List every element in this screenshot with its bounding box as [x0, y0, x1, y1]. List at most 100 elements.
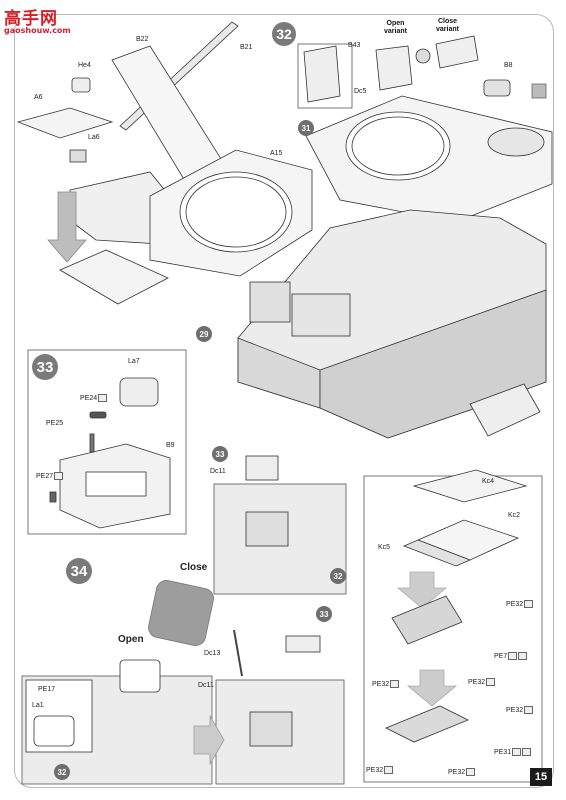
photo-etch-icon	[518, 652, 528, 660]
label-b8: B8	[504, 62, 513, 69]
part-la7	[119, 377, 159, 407]
a15-turret-ring	[179, 171, 293, 253]
step-32-open-badge: 32	[54, 764, 70, 780]
close-heading: Close	[180, 562, 208, 573]
pe27-text: PE27	[36, 472, 54, 480]
label-dc11-open: Dc11	[198, 682, 214, 689]
step34-variant-icon	[148, 580, 214, 646]
part-pe24	[89, 411, 107, 419]
photo-etch-icon	[512, 748, 522, 756]
label-b9: B9	[166, 442, 175, 449]
pe32-text: PE32	[506, 600, 524, 608]
upper-turret-ring	[345, 111, 451, 181]
part-dc13-rod	[233, 629, 243, 677]
label-b22: B22	[136, 36, 149, 43]
step33-hatch-opening	[85, 471, 147, 497]
label-pe32-f: PE32	[448, 768, 476, 776]
label-kc4: Kc4	[482, 478, 495, 485]
label-la6: La6	[88, 134, 100, 141]
open-variant-hatch	[375, 45, 413, 91]
label-la7: La7	[128, 358, 140, 365]
part-he4	[71, 77, 91, 93]
label-pe27: PE27	[36, 472, 64, 480]
part-b8	[483, 79, 511, 97]
page-number: 15	[530, 768, 552, 786]
label-b21: B21	[240, 44, 253, 51]
label-kc5: Kc5	[378, 544, 391, 551]
photo-etch-icon	[524, 706, 534, 714]
pe32-text: PE32	[372, 680, 390, 688]
pe32-text: PE32	[366, 766, 384, 774]
open-hatch-part	[285, 635, 321, 653]
step-29-badge: 29	[196, 326, 212, 342]
label-pe32-b: PE32	[372, 680, 400, 688]
rear-box	[249, 281, 291, 323]
label-a6: A6	[34, 94, 43, 101]
photo-etch-icon	[466, 768, 476, 776]
watermark-url: gaoshouw.com	[4, 26, 71, 35]
step-32-badge: 32	[272, 22, 296, 46]
step-34-badge: 34	[66, 558, 92, 584]
pe32-text: PE32	[448, 768, 466, 776]
step-33-badge: 33	[32, 354, 58, 380]
label-pe24: PE24	[80, 394, 108, 402]
part-pe25	[89, 433, 95, 453]
close-hatch-part	[245, 455, 279, 481]
open-frame-part	[119, 659, 161, 693]
photo-etch-icon	[54, 472, 64, 480]
part-kc4	[412, 469, 528, 503]
assembly-arrow-down	[47, 191, 87, 263]
stowage-box-step1	[391, 595, 463, 645]
assembly-arrow-2	[406, 669, 458, 707]
label-pe32-a: PE32	[506, 600, 534, 608]
part-a6-plate	[16, 107, 114, 139]
part-pe27	[49, 491, 57, 503]
photo-etch-icon	[98, 394, 108, 402]
step-arrow-right	[193, 714, 225, 766]
label-a15: A15	[270, 150, 283, 157]
step-32-close-badge: 32	[330, 568, 346, 584]
watermark-logo: 高手网 gaoshouw.com	[4, 4, 71, 40]
step-33-close-badge: 33	[212, 446, 228, 462]
label-pe31: PE31	[494, 748, 532, 756]
photo-etch-icon	[390, 680, 400, 688]
label-dc13: Dc13	[204, 650, 221, 657]
part-kc5	[402, 539, 472, 567]
pe32-text: PE32	[506, 706, 524, 714]
label-b43: B43	[348, 42, 361, 49]
close-hatch	[245, 511, 289, 547]
photo-etch-icon	[486, 678, 496, 686]
warning-icon	[531, 83, 547, 99]
label-pe7: PE7	[494, 652, 528, 660]
photo-etch-icon	[508, 652, 518, 660]
photo-etch-icon	[524, 600, 534, 608]
watermark-text: 高手网	[4, 9, 58, 29]
page-frame	[14, 14, 554, 788]
part-la1	[33, 715, 75, 747]
right-turret-ring	[487, 127, 545, 157]
photo-etch-icon	[384, 766, 394, 774]
stowage-box-step2	[385, 705, 469, 743]
open-hatch	[249, 711, 293, 747]
photo-etch-icon	[522, 748, 532, 756]
pe24-text: PE24	[80, 394, 98, 402]
open-variant-label: Open variant	[384, 20, 407, 35]
label-dc11-close: Dc11	[210, 468, 226, 475]
engine-deck	[291, 293, 351, 337]
lower-plate	[59, 249, 169, 305]
close-variant-label: Close variant	[436, 18, 459, 33]
label-pe17: PE17	[38, 686, 56, 693]
rotation-icon	[415, 48, 431, 64]
label-pe25: PE25	[46, 420, 64, 427]
stowage-box-attach	[469, 383, 541, 437]
part-la6	[69, 149, 87, 163]
pe32-text: PE32	[468, 678, 486, 686]
assembly-arrow-1	[396, 571, 448, 609]
close-variant-hatch	[435, 35, 479, 69]
part-b43	[303, 45, 341, 103]
label-he4: He4	[78, 62, 91, 69]
label-pe32-c: PE32	[468, 678, 496, 686]
label-la1: La1	[32, 702, 44, 709]
